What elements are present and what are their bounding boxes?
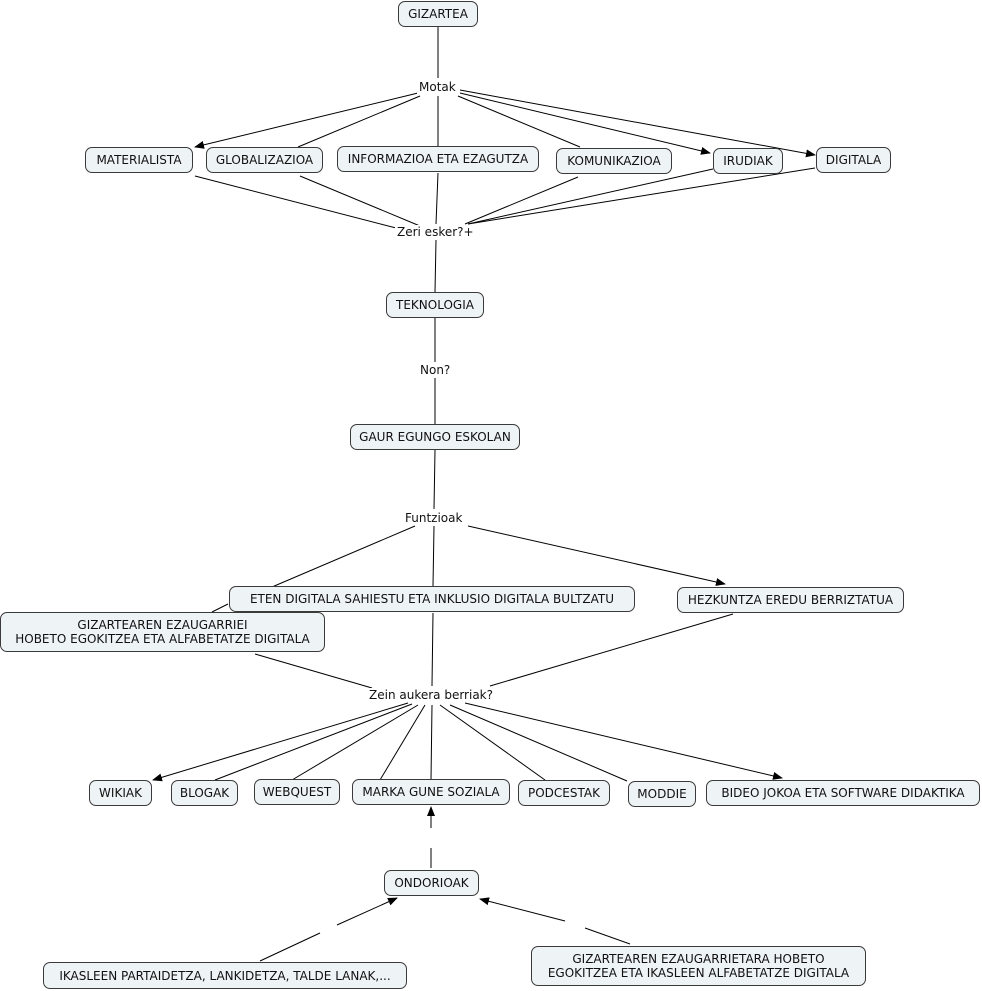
node-komunikazioa: KOMUNIKAZIOA [556, 148, 672, 174]
link-non: Non? [418, 363, 453, 377]
node-teknologia: TEKNOLOGIA [386, 292, 484, 318]
link-zeri-esker: Zeri esker?+ [395, 225, 476, 239]
node-materialista: MATERIALISTA [85, 147, 193, 173]
link-zein-aukera-berriak: Zein aukera berriak? [367, 688, 495, 702]
node-informazioa: INFORMAZIOA ETA EZAGUTZA [337, 146, 539, 172]
node-gizartearen-ezaugarrietara: GIZARTEAREN EZAUGARRIETARA HOBETO EGOKIT… [531, 946, 866, 986]
node-podcestak: PODCESTAK [518, 780, 610, 806]
node-marka-gune-soziala: MARKA GUNE SOZIALA [352, 779, 510, 805]
node-wikiak: WIKIAK [89, 780, 152, 806]
node-gizartearen-ezaugarriei: GIZARTEAREN EZAUGARRIEI HOBETO EGOKITZEA… [0, 612, 325, 652]
node-gaur-egungo-eskolan: GAUR EGUNGO ESKOLAN [350, 424, 520, 450]
node-blogak: BLOGAK [171, 780, 238, 806]
node-digitala: DIGITALA [816, 147, 891, 173]
node-hezkuntza-eredu: HEZKUNTZA EREDU BERRIZTATUA [677, 587, 904, 613]
link-funtzioak: Funtzioak [403, 511, 465, 525]
link-motak: Motak [417, 80, 458, 94]
node-ondorioak: ONDORIOAK [384, 870, 479, 896]
node-moddie: MODDIE [628, 781, 696, 807]
node-eten-digitala: ETEN DIGITALA SAHIESTU ETA INKLUSIO DIGI… [229, 586, 635, 612]
node-irudiak: IRUDIAK [713, 148, 783, 174]
node-gizartea: GIZARTEA [398, 1, 478, 27]
node-globalizazioa: GLOBALIZAZIOA [206, 147, 323, 173]
node-bideo-jokoa: BIDEO JOKOA ETA SOFTWARE DIDAKTIKA [706, 780, 980, 806]
node-ikasleen-partaidetza: IKASLEEN PARTAIDETZA, LANKIDETZA, TALDE … [43, 962, 407, 989]
node-webquest: WEBQUEST [254, 779, 340, 805]
